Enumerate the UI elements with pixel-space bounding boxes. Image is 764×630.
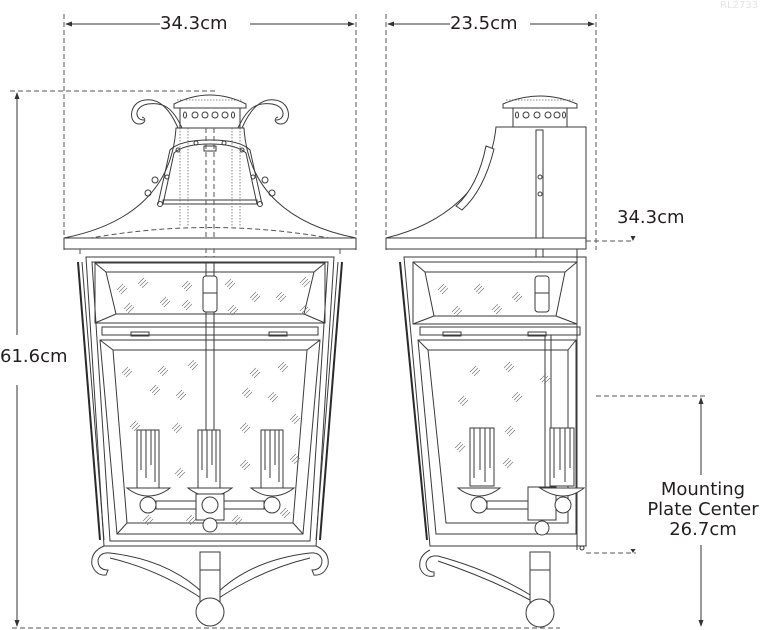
front-width-dimension xyxy=(63,14,357,250)
side-depth-label: 23.5cm xyxy=(450,13,518,34)
side-mount-top-dimension xyxy=(586,236,636,242)
height-label: 61.6cm xyxy=(0,346,68,367)
mounting-plate-dimension xyxy=(586,395,706,627)
front-width-label: 34.3cm xyxy=(160,13,228,34)
side-view xyxy=(385,95,587,628)
mounting-plate-line1: Mounting xyxy=(660,479,746,500)
glass-texture xyxy=(116,276,311,526)
mounting-plate-line2: Plate Center xyxy=(647,499,759,520)
front-view xyxy=(63,94,357,627)
candle-cluster-front xyxy=(125,429,296,533)
mounting-plate-label: Mounting Plate Center 26.7cm xyxy=(642,480,764,540)
height-dimension xyxy=(10,90,560,629)
side-depth-dimension xyxy=(385,14,597,250)
side-top-to-mount-label: 34.3cm xyxy=(617,207,685,228)
mounting-plate-value: 26.7cm xyxy=(669,519,737,540)
glass-texture-side xyxy=(437,283,551,469)
drawing-code: RL2733 xyxy=(720,0,758,11)
